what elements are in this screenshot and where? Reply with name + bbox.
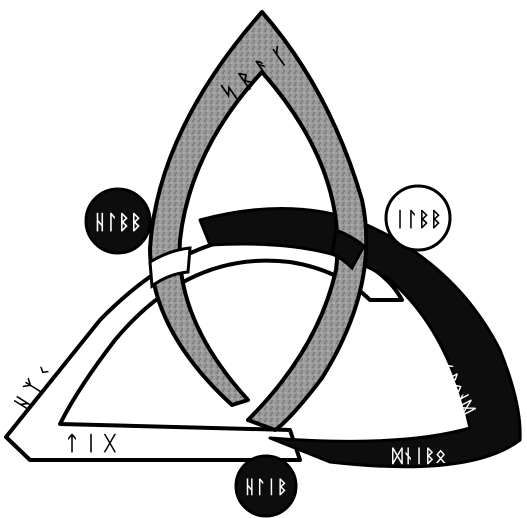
circle-right: ᛁᛚᛒᛒ <box>386 186 450 250</box>
black-loop-runes-bottom: ᛞᚾᛁᛒᛟ <box>392 446 446 467</box>
circle-left-label: ᚺᛚᛒᛒ <box>94 210 142 234</box>
white-loop-runes-bottom: ᛏ ᛁ ᚷ <box>66 431 117 455</box>
circle-bottom-label: ᚺᛚᛁᛒ <box>244 477 287 498</box>
circle-bottom: ᚺᛚᛁᛒ <box>236 456 296 516</box>
circle-right-label: ᛁᛚᛒᛒ <box>394 207 442 231</box>
circle-left: ᚺᛚᛒᛒ <box>86 189 150 253</box>
